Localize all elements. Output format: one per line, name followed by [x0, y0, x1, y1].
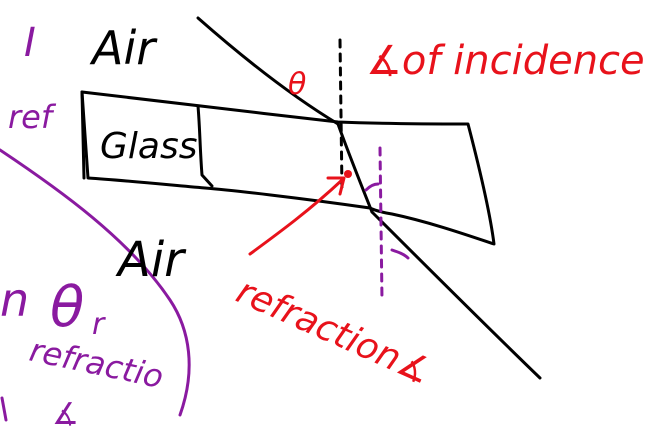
- glass-label: Glass: [100, 126, 197, 167]
- normal-bottom-dashed: [378, 146, 384, 302]
- refraction-pointer-arrow: [248, 178, 344, 256]
- roman-one-label: I: [24, 20, 36, 66]
- theta-r-subscript-label: r: [92, 307, 106, 342]
- incident-ray: [196, 16, 340, 126]
- left-bottom-angle-label: ∡: [52, 397, 79, 427]
- theta-r-label: θ: [50, 275, 84, 340]
- angle-of-incidence-label: ∡of incidence: [366, 38, 645, 84]
- glass-inner-left-line: [80, 90, 86, 180]
- ref-label: ref: [8, 98, 57, 136]
- angle-arc-purple-upper: [364, 182, 380, 192]
- glass-slab-outline: [80, 90, 496, 246]
- refraction-angle-label: refraction∡: [230, 271, 436, 393]
- angle-arc-purple-lower: [390, 248, 410, 260]
- refraction-angle-dot: [344, 170, 352, 178]
- normal-top-dashed: [338, 38, 344, 192]
- purple-boundary-curve: [0, 148, 191, 417]
- refraction-pointer-arrowhead: [326, 176, 346, 196]
- air-bottom-label: Air: [115, 232, 187, 288]
- theta-r-prefix-label: n: [0, 273, 29, 327]
- emergent-ray: [370, 210, 542, 380]
- purple-tick-bottom-left: [0, 396, 8, 422]
- theta-top-label: θ: [288, 67, 306, 102]
- glass-inner-right-line: [196, 104, 214, 188]
- air-top-label: Air: [89, 21, 158, 75]
